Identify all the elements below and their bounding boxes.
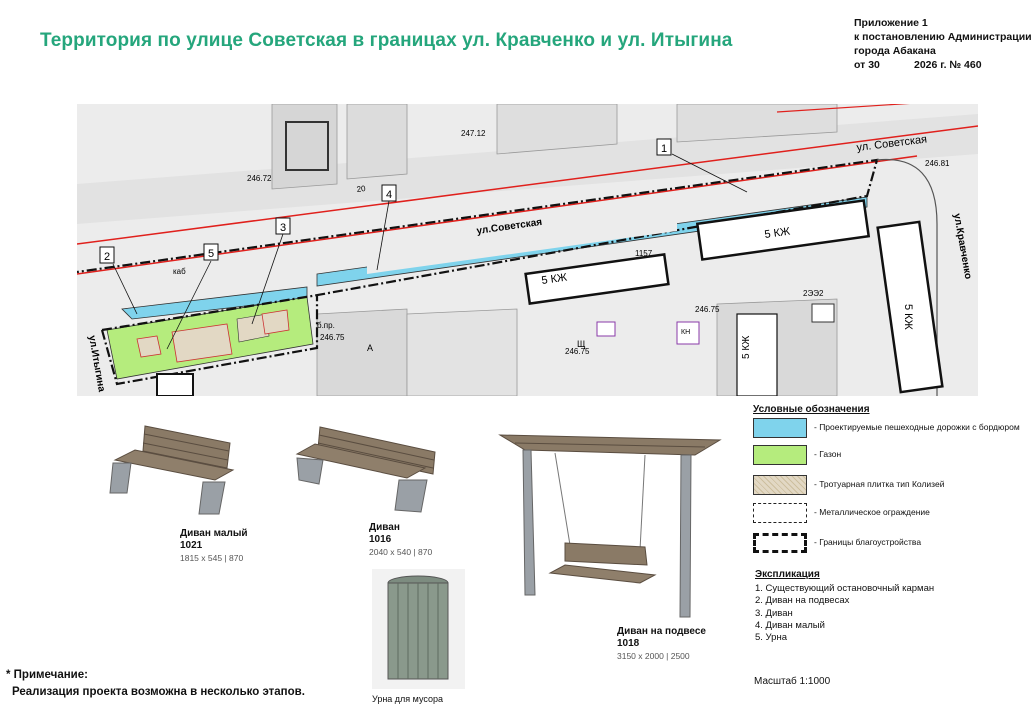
- urn-image: [372, 569, 465, 689]
- appendix-date-prefix: от 30: [854, 59, 880, 71]
- map-mark: 20: [356, 184, 366, 194]
- callout-number: 5: [208, 248, 214, 260]
- legend-swatch-fence: [753, 503, 807, 523]
- map-callout-1: 1: [656, 138, 748, 193]
- map-mark: КН: [681, 329, 690, 336]
- explication-item: 3. Диван: [755, 607, 793, 619]
- map-mark: 1157: [635, 249, 653, 258]
- map-mark: 246.75: [565, 347, 590, 356]
- bench-image: [295, 426, 436, 513]
- appendix-line-3: города Абакана: [854, 45, 936, 57]
- product-code: 1016: [369, 534, 392, 545]
- legend-item-lawn: - Газон: [753, 445, 1023, 465]
- site-plan-map: ул. Советская ул.Советская ул.Кравченко …: [77, 104, 978, 396]
- appendix-line-2: к постановлению Администрации: [854, 31, 1031, 43]
- note-title: * Примечание:: [6, 669, 88, 681]
- map-mark: 246.75: [320, 333, 345, 342]
- map-callout-4: 4: [376, 184, 397, 271]
- legend-title: Условные обозначения: [753, 404, 870, 415]
- explication-item: 4. Диван малый: [755, 619, 825, 631]
- legend-item-fence: - Металлическое ограждение: [753, 503, 1023, 523]
- map-mark: 246.75: [695, 305, 720, 314]
- legend-label: - Границы благоустройства: [814, 537, 922, 547]
- appendix-header: Приложение 1 к постановлению Администрац…: [854, 16, 1031, 72]
- legend-swatch-boundary: [753, 533, 807, 553]
- map-mark: Щ: [577, 339, 586, 349]
- map-building-label: 5 КЖ: [764, 226, 791, 241]
- note-text: Реализация проекта возможна в несколько …: [12, 686, 305, 698]
- product-name: Диван на подвесе: [617, 626, 706, 637]
- map-mark: 246.72: [247, 174, 272, 183]
- callout-number: 4: [386, 189, 392, 201]
- explication-item: 1. Существующий остановочный карман: [755, 583, 935, 594]
- note: * Примечание: Реализация проекта возможн…: [6, 667, 305, 701]
- legend-swatch-footpath: [753, 418, 807, 438]
- product-bench: Диван 1016 2040 х 540 | 870: [369, 522, 432, 558]
- map-mark: 246.81: [925, 159, 950, 168]
- callout-number: 2: [104, 251, 110, 263]
- map-callout-2: 2: [99, 246, 138, 315]
- map-callout-5: 5: [166, 243, 219, 350]
- appendix-line-1: Приложение 1: [854, 17, 928, 29]
- map-building-label: 5 КЖ: [902, 304, 914, 330]
- callout-number: 1: [661, 143, 667, 155]
- legend-label: - Металлическое ограждение: [814, 507, 930, 517]
- appendix-date-suffix: 2026 г. № 460: [914, 59, 982, 71]
- product-code: 1018: [617, 638, 640, 649]
- explication-title: Экспликация: [755, 569, 820, 580]
- map-mark: А: [367, 343, 373, 353]
- product-name: Диван: [369, 522, 400, 533]
- map-building-label: 5 КЖ: [741, 335, 752, 359]
- product-name: Диван малый: [180, 528, 248, 539]
- urn-icon: [387, 575, 449, 680]
- legend-label: - Газон: [814, 449, 842, 459]
- page-title: Территория по улице Советская в границах…: [40, 30, 733, 51]
- explication-item: 2. Диван на подвесах: [755, 595, 850, 607]
- map-callout-3: 3: [251, 217, 291, 325]
- explication-item: 5. Урна: [755, 632, 787, 644]
- product-bench-small: Диван малый 1021 1815 х 545 | 870: [180, 528, 248, 564]
- legend-label: - Тротуарная плитка тип Колизей: [814, 479, 945, 489]
- callout-number: 3: [280, 222, 286, 234]
- map-mark: 2ЭЭ2: [803, 289, 824, 298]
- legend-label: - Проектируемые пешеходные дорожки с бор…: [814, 422, 1020, 432]
- urn-caption: Урна для мусора: [372, 694, 443, 704]
- product-swing-bench: Диван на подвесе 1018 3150 х 2000 | 2500: [617, 626, 706, 662]
- swing-bench-image: [498, 434, 722, 618]
- appendix-date: от 30 2026 г. № 460: [854, 58, 1031, 72]
- product-code: 1021: [180, 540, 203, 551]
- map-mark: б.пр.: [317, 321, 335, 330]
- bench-small-image: [109, 425, 235, 515]
- product-dims: 3150 х 2000 | 2500: [617, 651, 690, 661]
- map-mark: каб: [173, 267, 186, 276]
- legend-item-tile: - Тротуарная плитка тип Колизей: [753, 475, 1023, 495]
- explication-list: 1. Существующий остановочный карман 2. Д…: [755, 583, 934, 644]
- scale-label: Масштаб 1:1000: [754, 676, 831, 687]
- map-mark: 247.12: [461, 129, 486, 138]
- legend-item-boundary: - Границы благоустройства: [753, 533, 1023, 553]
- map-building-label: 5 КЖ: [541, 272, 568, 287]
- legend-item-footpath: - Проектируемые пешеходные дорожки с бор…: [753, 418, 1023, 438]
- product-dims: 1815 х 545 | 870: [180, 553, 244, 563]
- legend-swatch-tile: [753, 475, 807, 495]
- product-dims: 2040 х 540 | 870: [369, 547, 433, 557]
- legend-swatch-lawn: [753, 445, 807, 465]
